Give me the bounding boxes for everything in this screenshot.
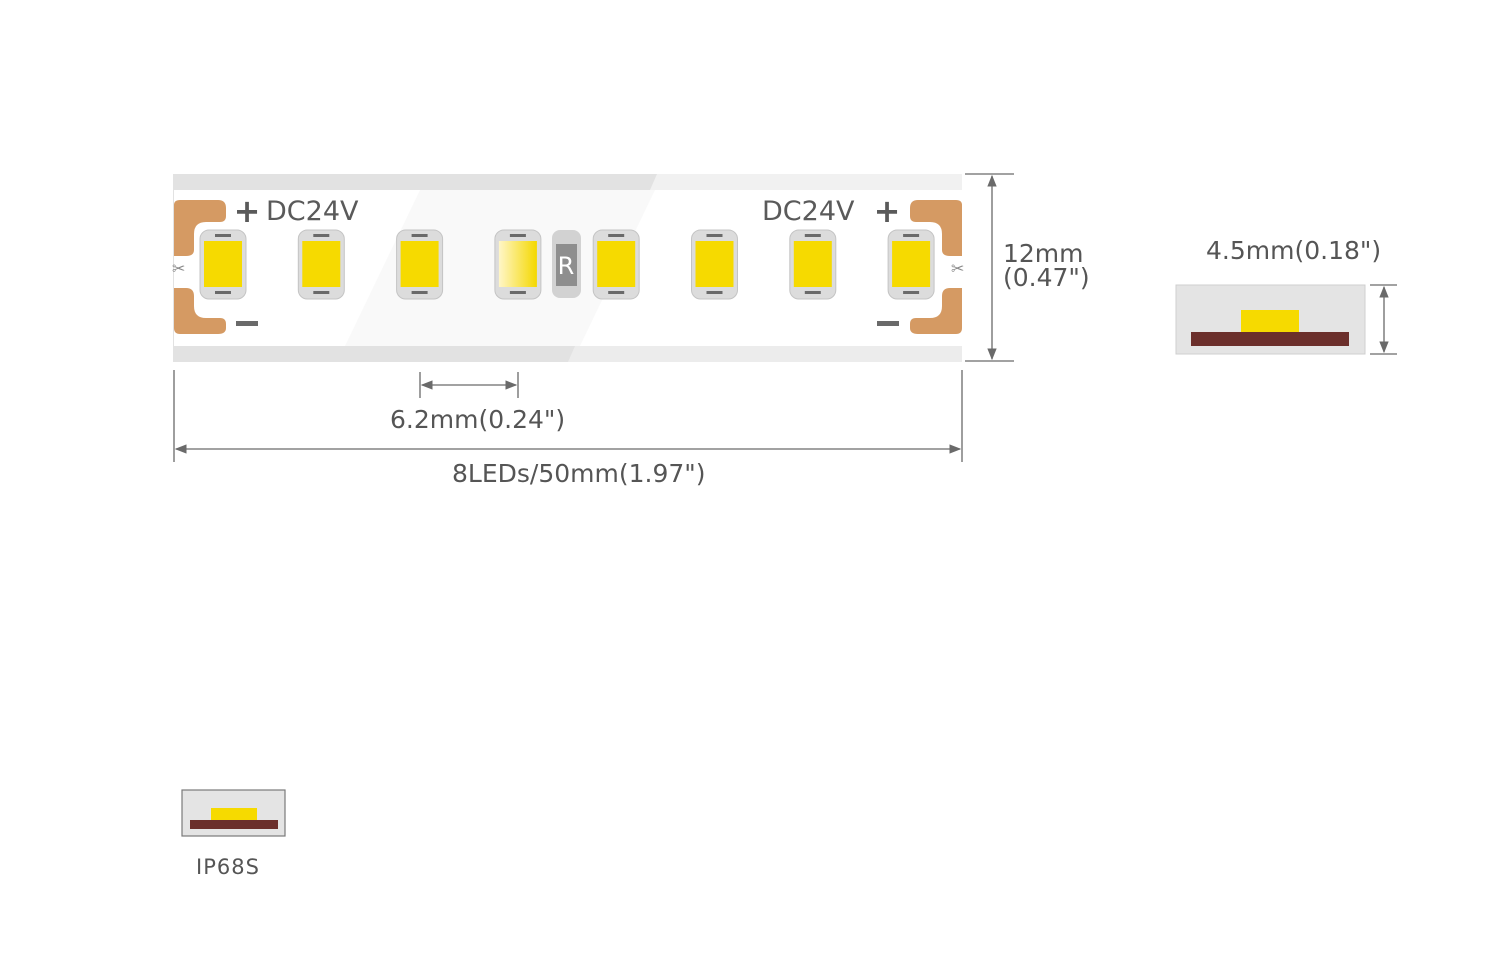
led-chip	[297, 229, 345, 300]
cross-section-led	[1241, 310, 1299, 332]
ip-rating-label: IP68S	[196, 855, 260, 879]
voltage-label-left: DC24V	[266, 196, 359, 227]
strip-glare-lower	[568, 346, 962, 362]
led-strip: ✂ ✂ R + +	[172, 174, 964, 362]
cut-mark-left: ✂	[172, 259, 185, 278]
strip-glare	[650, 174, 962, 190]
resistor-label: R	[558, 252, 575, 280]
plus-right: +	[874, 192, 901, 230]
copper-pad-left-top	[174, 200, 226, 256]
cross-section-pcb	[1191, 332, 1349, 346]
ip-icon-led	[211, 808, 257, 820]
height-label: 4.5mm(0.18")	[1206, 236, 1382, 265]
copper-pad-right-top	[910, 200, 962, 256]
copper-pad-right-bottom	[910, 288, 962, 334]
pitch-label: 6.2mm(0.24")	[390, 405, 566, 434]
led-chip	[691, 229, 738, 300]
led-chip	[199, 229, 247, 300]
minus-left	[236, 321, 258, 326]
cut-mark-right: ✂	[951, 259, 964, 278]
segment-label: 8LEDs/50mm(1.97")	[452, 459, 706, 488]
resistor: R	[552, 230, 581, 298]
led-chips	[199, 229, 935, 300]
width-inch-label: (0.47")	[1003, 263, 1090, 292]
cross-section	[1175, 284, 1366, 355]
led-chip	[494, 229, 542, 300]
minus-right	[877, 321, 899, 326]
copper-pad-left-bottom	[174, 288, 226, 334]
voltage-label-right: DC24V	[762, 196, 855, 227]
ip-icon-pcb	[190, 820, 278, 829]
width-label: 12mm	[1003, 239, 1084, 268]
plus-left: +	[234, 192, 261, 230]
dimension-lines	[173, 173, 1397, 462]
led-chip	[396, 229, 444, 300]
led-chip	[887, 229, 935, 300]
led-chip	[592, 229, 640, 300]
ip-rating-icon	[181, 789, 286, 837]
led-chip	[789, 229, 837, 300]
